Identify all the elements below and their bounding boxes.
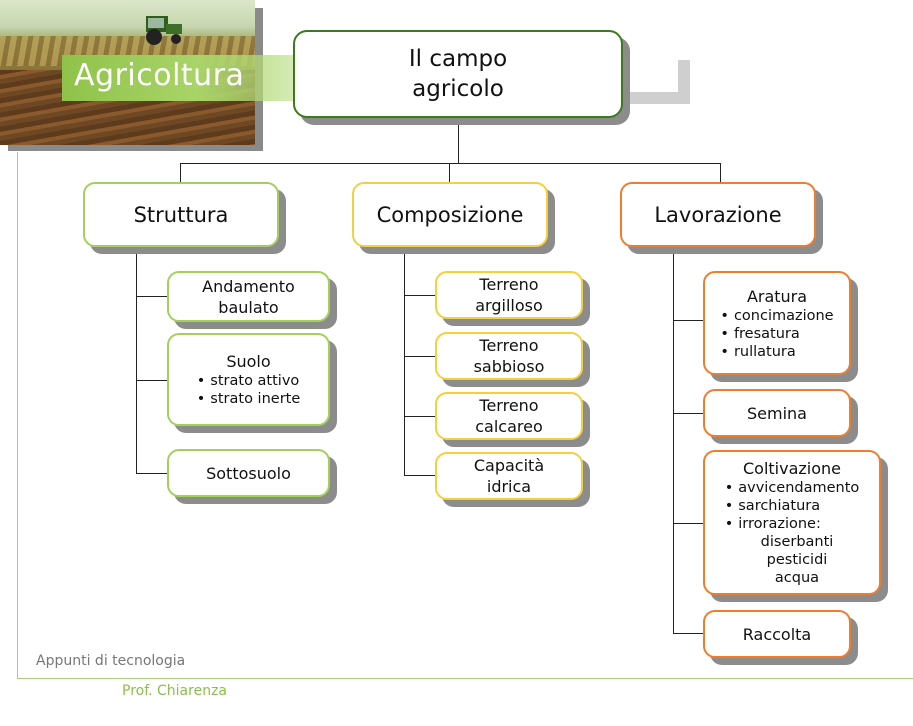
connector [720, 163, 721, 183]
bullet-list: strato attivo strato inerte [197, 372, 301, 408]
node-line: Andamento [202, 276, 295, 296]
sub-list: diserbanti pesticidi acqua [761, 533, 834, 587]
node-capacita-idrica: Capacità idrica [435, 452, 583, 500]
connector [449, 163, 450, 183]
node-line: Coltivazione [742, 459, 841, 478]
bullet-item: strato attivo [197, 372, 301, 390]
decor-bar [630, 92, 690, 104]
bullet-item: sarchiatura [725, 497, 860, 515]
node-line: calcareo [475, 417, 543, 436]
node-aratura: Aratura concimazione fresatura rullatura [703, 271, 851, 375]
sub-item: acqua [774, 570, 820, 586]
connector [136, 473, 168, 474]
connector [404, 356, 436, 357]
sub-item: diserbanti [760, 534, 834, 550]
connector [404, 416, 436, 417]
frame-line-bottom [17, 678, 913, 679]
sub-item: pesticidi [766, 552, 828, 568]
category-struttura: Struttura [83, 182, 279, 247]
connector [404, 295, 436, 296]
node-line: sabbioso [473, 357, 545, 376]
node-sottosuolo: Sottosuolo [167, 449, 330, 497]
connector [136, 247, 137, 473]
node-line: Capacità [473, 456, 545, 475]
node-terreno-argilloso: Terreno argilloso [435, 271, 583, 319]
footer-author: Prof. Chiarenza [122, 683, 227, 699]
root-line: agricolo [412, 76, 504, 102]
category-label: Struttura [133, 202, 229, 227]
title-band [62, 55, 307, 101]
tractor-icon [146, 16, 182, 45]
bullet-item: rullatura [720, 343, 833, 361]
connector [136, 296, 168, 297]
node-semina: Semina [703, 389, 851, 437]
connector [136, 380, 168, 381]
node-terreno-calcareo: Terreno calcareo [435, 392, 583, 440]
node-raccolta: Raccolta [703, 610, 851, 658]
node-line: Suolo [226, 352, 271, 371]
footer-text: Appunti di tecnologia [36, 653, 186, 669]
node-line: Aratura [746, 286, 808, 306]
root-node: Il campo agricolo [293, 30, 623, 118]
connector [673, 320, 706, 321]
connector [404, 247, 405, 475]
connector [180, 163, 721, 164]
bullet-list: avvicendamento sarchiatura irrorazione: [725, 479, 860, 533]
category-label: Composizione [376, 202, 524, 227]
connector [673, 523, 706, 524]
bullet-list: concimazione fresatura rullatura [720, 307, 834, 361]
bullet-item: strato inerte [197, 390, 300, 408]
header-shadow-bottom [8, 145, 263, 151]
node-line: idrica [486, 477, 532, 496]
node-line: Semina [747, 403, 807, 423]
root-line: Il campo [408, 46, 508, 72]
node-line: Terreno [479, 336, 539, 355]
node-suolo: Suolo strato attivo strato inerte [167, 333, 330, 426]
connector [673, 633, 706, 634]
node-line: Terreno [479, 396, 539, 415]
node-andamento-baulato: Andamento baulato [167, 271, 330, 322]
connector [673, 413, 706, 414]
node-line: baulato [218, 297, 279, 317]
node-line: argilloso [475, 296, 543, 315]
node-line: Terreno [479, 275, 539, 294]
frame-line-left [17, 152, 18, 678]
connector [673, 247, 674, 633]
connector [404, 475, 436, 476]
bullet-item: concimazione [720, 307, 834, 325]
connector [180, 163, 181, 183]
connector [458, 118, 459, 164]
node-line: Sottosuolo [206, 463, 291, 483]
node-line: Raccolta [742, 624, 812, 644]
category-label: Lavorazione [654, 202, 782, 227]
category-lavorazione: Lavorazione [620, 182, 816, 247]
bullet-item: fresatura [720, 325, 833, 343]
node-coltivazione: Coltivazione avvicendamento sarchiatura … [703, 450, 881, 595]
bullet-item: avvicendamento [725, 479, 859, 497]
page-title: Agricoltura [74, 58, 245, 93]
category-composizione: Composizione [352, 182, 548, 247]
bullet-item: irrorazione: [725, 515, 860, 533]
node-terreno-sabbioso: Terreno sabbioso [435, 332, 583, 380]
